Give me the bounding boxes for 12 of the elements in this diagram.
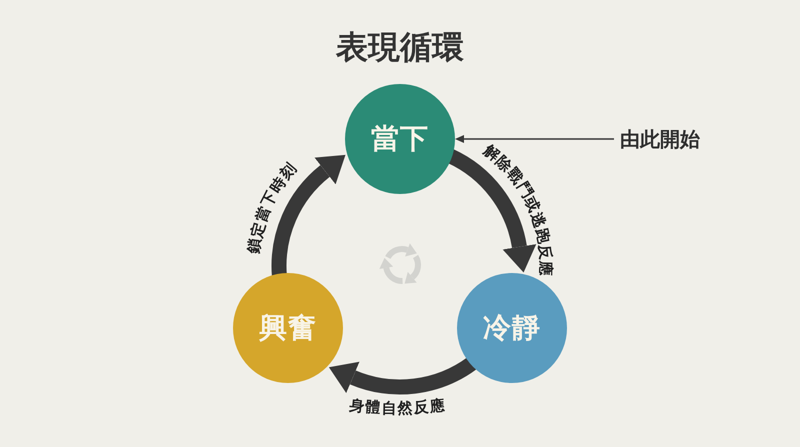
arrow bbox=[455, 135, 614, 143]
curved-arrow bbox=[446, 149, 536, 272]
stage-label: 當下 bbox=[371, 125, 429, 153]
curved-arrow bbox=[272, 154, 344, 276]
stage-label: 冷靜 bbox=[483, 314, 541, 342]
edge-label: 鎖定當下時刻 bbox=[243, 160, 298, 256]
edge-label: 身體自然反應 bbox=[348, 395, 446, 419]
stage-label: 興奮 bbox=[259, 314, 317, 342]
curved-arrow bbox=[328, 356, 476, 394]
start-label: 由此開始 bbox=[614, 125, 700, 153]
edge-label: 解除戰鬥或逃跑反應 bbox=[481, 142, 556, 278]
diagram-title: 表現循環 bbox=[336, 27, 464, 67]
